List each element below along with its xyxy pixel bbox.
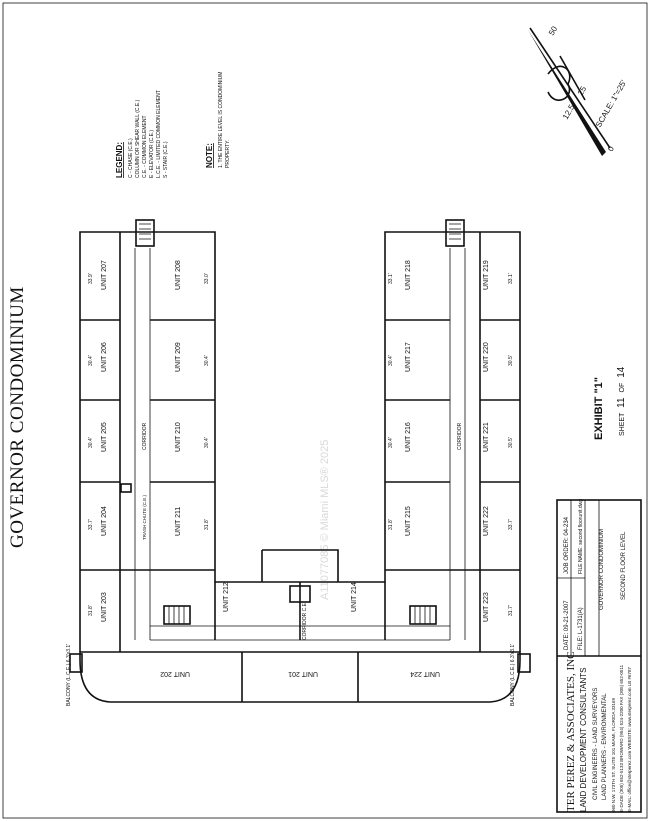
mls-watermark: A11077085 © Miami MLS® 2025 [319,440,331,600]
unit-dim: 33.1' [508,273,514,284]
legend-item: C.E. - COMMON ELEMENT [142,115,148,178]
corridor-label: CORRIDOR [457,422,463,450]
sheet-total: 14 [616,366,627,378]
unit-label: UNIT 214 [351,582,358,612]
titleblock-project: GOVERNOR CONDOMINIUM [599,529,605,610]
unit-label: UNIT 205 [101,422,108,452]
unit-label: UNIT 209 [175,342,182,372]
note-heading: NOTE: [205,143,214,168]
unit-dim: 31.7' [508,605,514,616]
unit-label: UNIT 218 [405,260,412,290]
unit-label: UNIT 206 [101,342,108,372]
unit-labels: UNIT 207 UNIT 206 UNIT 205 UNIT 204 UNIT… [66,260,516,706]
unit-label: UNIT 201 [288,670,318,677]
legend-item: COLUMN OR SHEAR WALL (C.E.) [135,99,141,178]
unit-label: UNIT 208 [175,260,182,290]
unit-label: UNIT 203 [101,592,108,622]
title-block: DATE: 09-21-2007 JOB ORDER: 04-234 FILE:… [556,499,642,813]
unit-label: UNIT 223 [483,592,490,622]
titleblock-filename: FILE NAME: second floorunit.dwg [578,499,584,574]
firm-line: E-DADE (305) 652-5133 BROWARD (954) 524-… [619,664,624,812]
unit-label: UNIT 215 [405,506,412,536]
firm-line: 960 N.W. 173TH ST. SUITE 101 MIAMI, FLOR… [611,697,616,812]
note: NOTE: 1. THE ENTIRE LEVEL IS CONDOMINIUM… [205,72,231,168]
unit-dim: 33.7' [508,519,514,530]
unit-dim: 30.4' [204,437,210,448]
titleblock-file: FILE: L-1731(A) [578,607,584,650]
legend-item: S - STAIR (C.E.) [163,141,169,178]
note-line: 1. THE ENTIRE LEVEL IS CONDOMINIUM [218,72,224,168]
unit-label: UNIT 207 [101,260,108,290]
titleblock-job: JOB ORDER: 04-234 [564,516,570,574]
unit-label: UNIT 219 [483,260,490,290]
firm-line: LAND PLANNERS - ENVIRONMENTAL [602,693,608,800]
unit-dim: 31.8' [204,519,210,530]
legend-item: E - ELEVATOR (C.E.) [149,130,155,178]
unit-label: UNIT 221 [483,422,490,452]
unit-label: UNIT 224 [410,670,440,677]
exhibit-block: EXHIBIT "1" SHEET 11 OF 14 [593,366,627,440]
firm-line: CIVIL ENGINEERS - LAND SURVEYORS [593,688,599,800]
unit-label: UNIT 212 [223,582,230,612]
sheet-number: 11 [616,397,627,408]
floor-plan [69,219,531,703]
unit-dim: 30.4' [388,355,394,366]
titleblock-date: DATE: 09-21-2007 [564,600,570,650]
firm-subtitle: LAND DEVELOPMENT CONSULTANTS [579,668,588,812]
scale-tick-50: 50 [547,24,560,37]
unit-label: UNIT 202 [160,670,190,677]
legend-item: L.C.E. - LIMITED COMMON ELEMENT [156,90,162,178]
north-arrow-scale: 0 12.5 25 50 SCALE: 1"=25' [528,24,629,156]
unit-dim: 33.7' [88,519,94,530]
unit-label: UNIT 222 [483,506,490,536]
unit-dim: 31.8' [88,605,94,616]
legend-item: C - CHASE (C.E.) [128,138,134,178]
unit-label: UNIT 210 [175,422,182,452]
unit-dim: 33.9' [88,273,94,284]
trash-chute-label: TRASH CHUTE (C.E.) [142,494,147,540]
unit-dim: 30.5' [508,437,514,448]
balcony-label: BALCONY (L.C.E.) 6.3'x3.1' [510,644,516,706]
note-line: PROPERTY. [225,140,231,168]
unit-dim: 30.4' [88,355,94,366]
titleblock-level: SECOND FLOOR LEVEL [621,531,627,600]
unit-dim: 33.0' [204,273,210,284]
exhibit-label: EXHIBIT "1" [593,377,605,440]
scale-tick-0: 0 [606,144,616,153]
unit-dim: 30.5' [508,355,514,366]
unit-dim: 30.4' [88,437,94,448]
corridor-label: CORRIDOR C.E. [302,602,308,640]
unit-label: UNIT 216 [405,422,412,452]
unit-dim: 30.4' [388,437,394,448]
unit-dim: 31.8' [388,519,394,530]
corridor-label: CORRIDOR [142,422,148,450]
unit-label: UNIT 211 [175,507,182,536]
unit-dim: 30.4' [204,355,210,366]
sheet-of: OF [619,383,626,393]
unit-label: UNIT 204 [101,506,108,536]
legend: LEGEND: C - CHASE (C.E.) COLUMN OR SHEAR… [115,90,169,178]
unit-label: UNIT 217 [405,342,412,372]
unit-dim: 33.1' [388,273,394,284]
sheet-word: SHEET [619,412,626,436]
unit-label: UNIT 220 [483,342,490,372]
firm-name: TER PEREZ & ASSOCIATES, INC [565,652,577,812]
firm-line: E-MAIL: office@sterperez.com WEBSITE: ww… [627,666,632,812]
sheet-label: SHEET 11 OF 14 [616,366,627,436]
drawing-title: GOVERNOR CONDOMINIUM [7,286,28,548]
scale-label: SCALE: 1"=25' [594,78,629,129]
balcony-label: BALCONY (L.C.E.) 6.3'x3.1' [66,644,72,706]
legend-heading: LEGEND: [115,142,124,178]
